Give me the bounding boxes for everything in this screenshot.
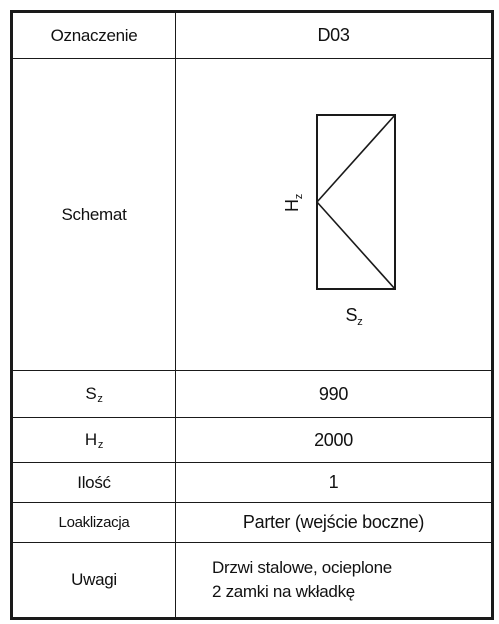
door-schema-diagram: Hz Sz — [282, 113, 396, 328]
notes-line-1: Drzwi stalowe, ocieplone — [212, 558, 392, 577]
designation-label: Oznaczenie — [12, 12, 176, 59]
row-location: Loaklizacja Parter (wejście boczne) — [12, 502, 492, 543]
width-label-base: S — [345, 305, 357, 325]
swing-line-bottom — [315, 200, 396, 290]
height-label-sub: z — [293, 194, 305, 199]
location-value: Parter (wejście boczne) — [175, 502, 492, 543]
swing-line-top — [315, 113, 396, 203]
width-dimension-label: Sz — [345, 305, 362, 328]
location-label: Loaklizacja — [12, 502, 176, 543]
height-label-base: H — [84, 429, 97, 449]
svg-text:Hz: Hz — [282, 194, 305, 212]
row-height: Hz 2000 — [12, 417, 492, 463]
notes-value: Drzwi stalowe, ocieplone 2 zamki na wkła… — [175, 542, 492, 618]
height-dimension-label: Hz — [282, 194, 305, 212]
notes-line-2: 2 zamki na wkładkę — [212, 582, 355, 601]
height-label-base: H — [282, 199, 302, 212]
row-schema: Schemat Hz Sz — [12, 58, 492, 371]
row-quantity: Ilość 1 — [12, 462, 492, 503]
height-label-sub: z — [97, 438, 104, 451]
width-label-base: S — [85, 383, 97, 403]
width-label-sub: z — [97, 392, 103, 405]
row-width: Sz 990 — [12, 370, 492, 418]
door-frame — [315, 113, 396, 290]
width-value: 990 — [175, 370, 492, 418]
notes-label: Uwagi — [12, 542, 176, 618]
width-label: Sz — [12, 370, 176, 418]
door-spec-sheet: Oznaczenie D03 Schemat Hz Sz — [10, 10, 494, 620]
width-label-sub: z — [357, 316, 362, 328]
schema-cell: Hz Sz — [175, 58, 492, 371]
quantity-value: 1 — [175, 462, 492, 503]
row-notes: Uwagi Drzwi stalowe, ocieplone 2 zamki n… — [12, 542, 492, 618]
door-spec-table: Oznaczenie D03 Schemat Hz Sz — [12, 12, 492, 618]
row-designation: Oznaczenie D03 — [12, 12, 492, 59]
schema-label: Schemat — [12, 58, 176, 371]
quantity-label: Ilość — [12, 462, 176, 503]
designation-value: D03 — [175, 12, 492, 59]
height-label: Hz — [12, 417, 176, 463]
height-value: 2000 — [175, 417, 492, 463]
